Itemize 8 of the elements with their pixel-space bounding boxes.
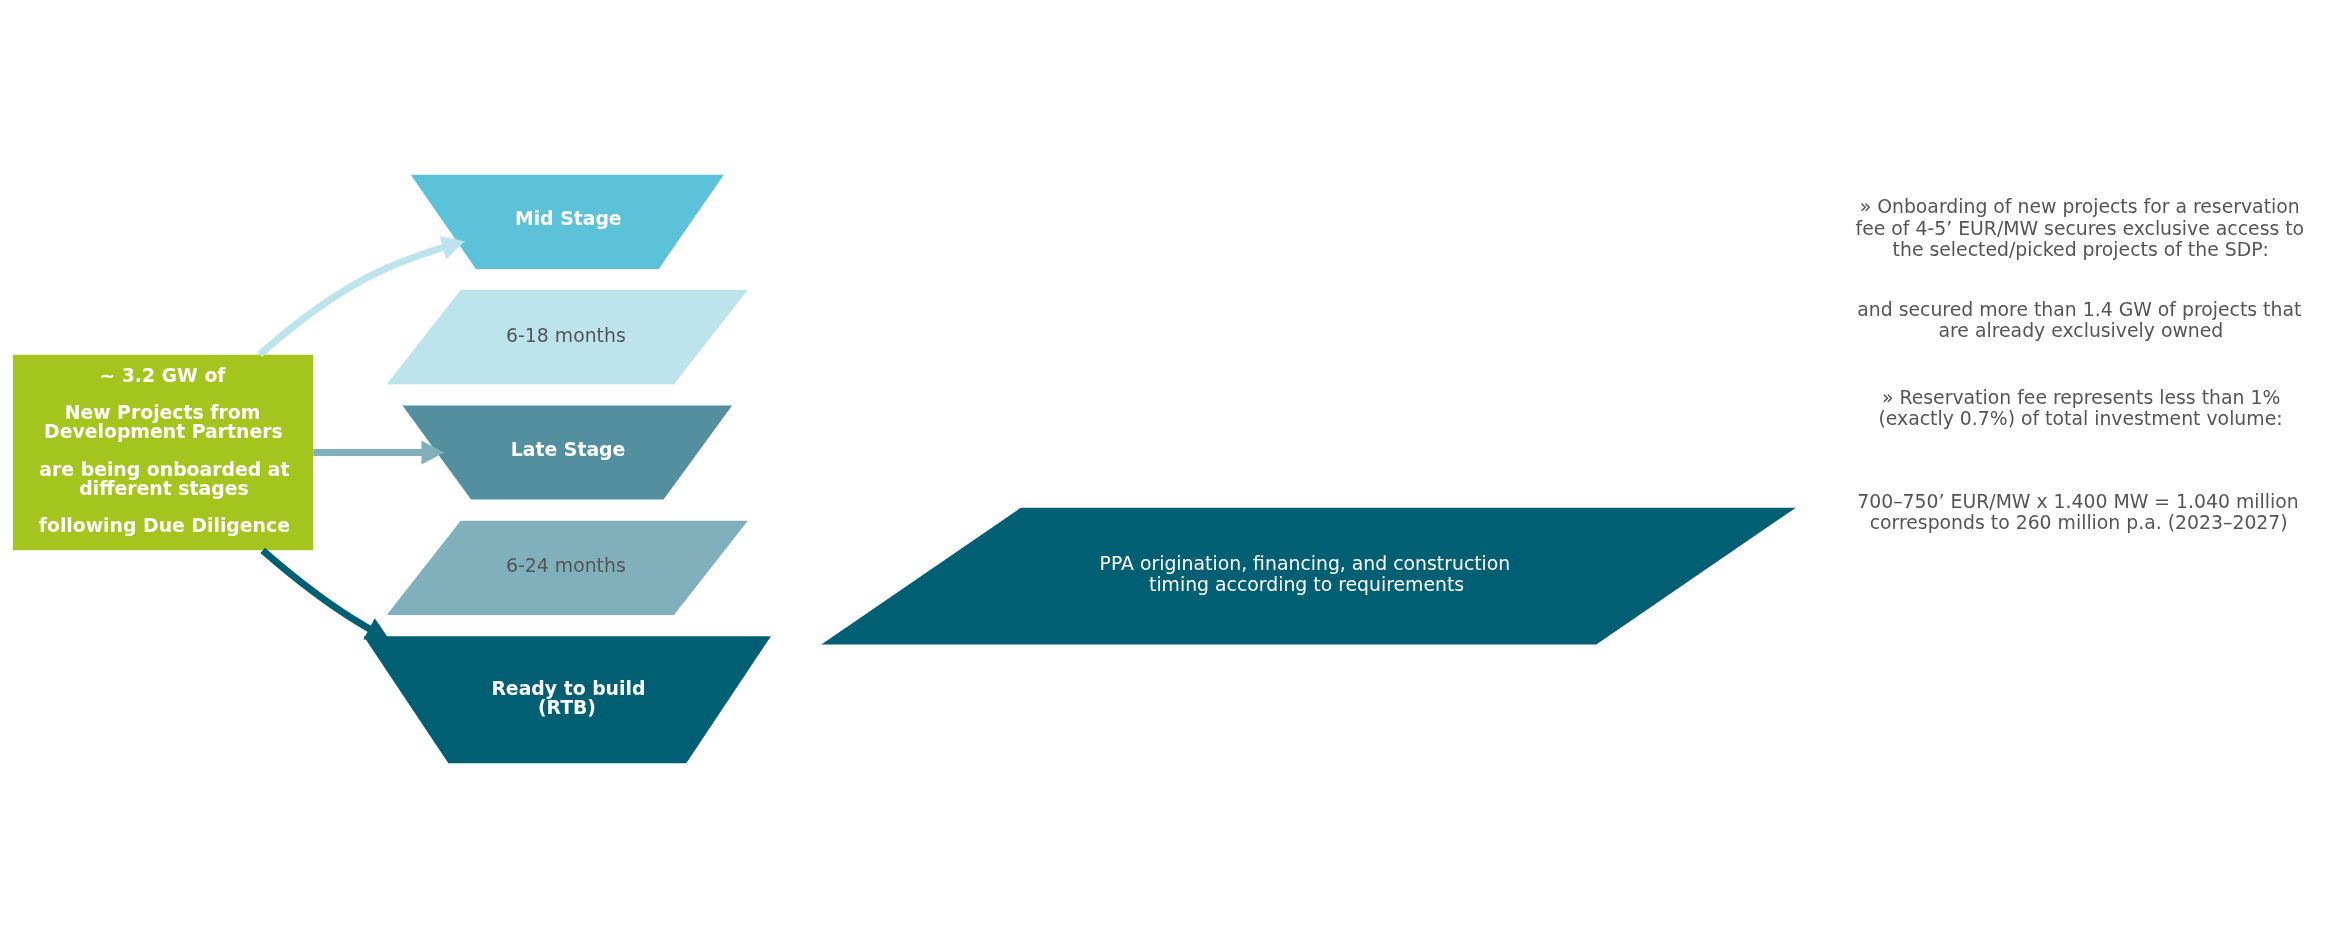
arrow: [313, 440, 445, 465]
label: and secured more than 1.4 GW of projects that are already exclusively owned: [1857, 298, 2302, 341]
label: » Onboarding of new projects for a reservation fee of 4-5’ EUR/MW secures exclusive access to the selected/picked projects of the SDP:: [1855, 195, 2305, 260]
arrow: [257, 235, 465, 357]
label: » Reservation fee represents less than 1% (exactly 0.7%) of total investment volume:: [1878, 386, 2283, 429]
arrow: [260, 547, 390, 640]
node-box: ~ 3.2 GW of New Projects from Development Partners are being onboarded at different stages following Due Diligence: [12, 354, 314, 550]
label: 700–750’ EUR/MW x 1.400 MW = 1.040 million corresponds to 260 million p.a. (2023–2027): [1857, 490, 2299, 533]
